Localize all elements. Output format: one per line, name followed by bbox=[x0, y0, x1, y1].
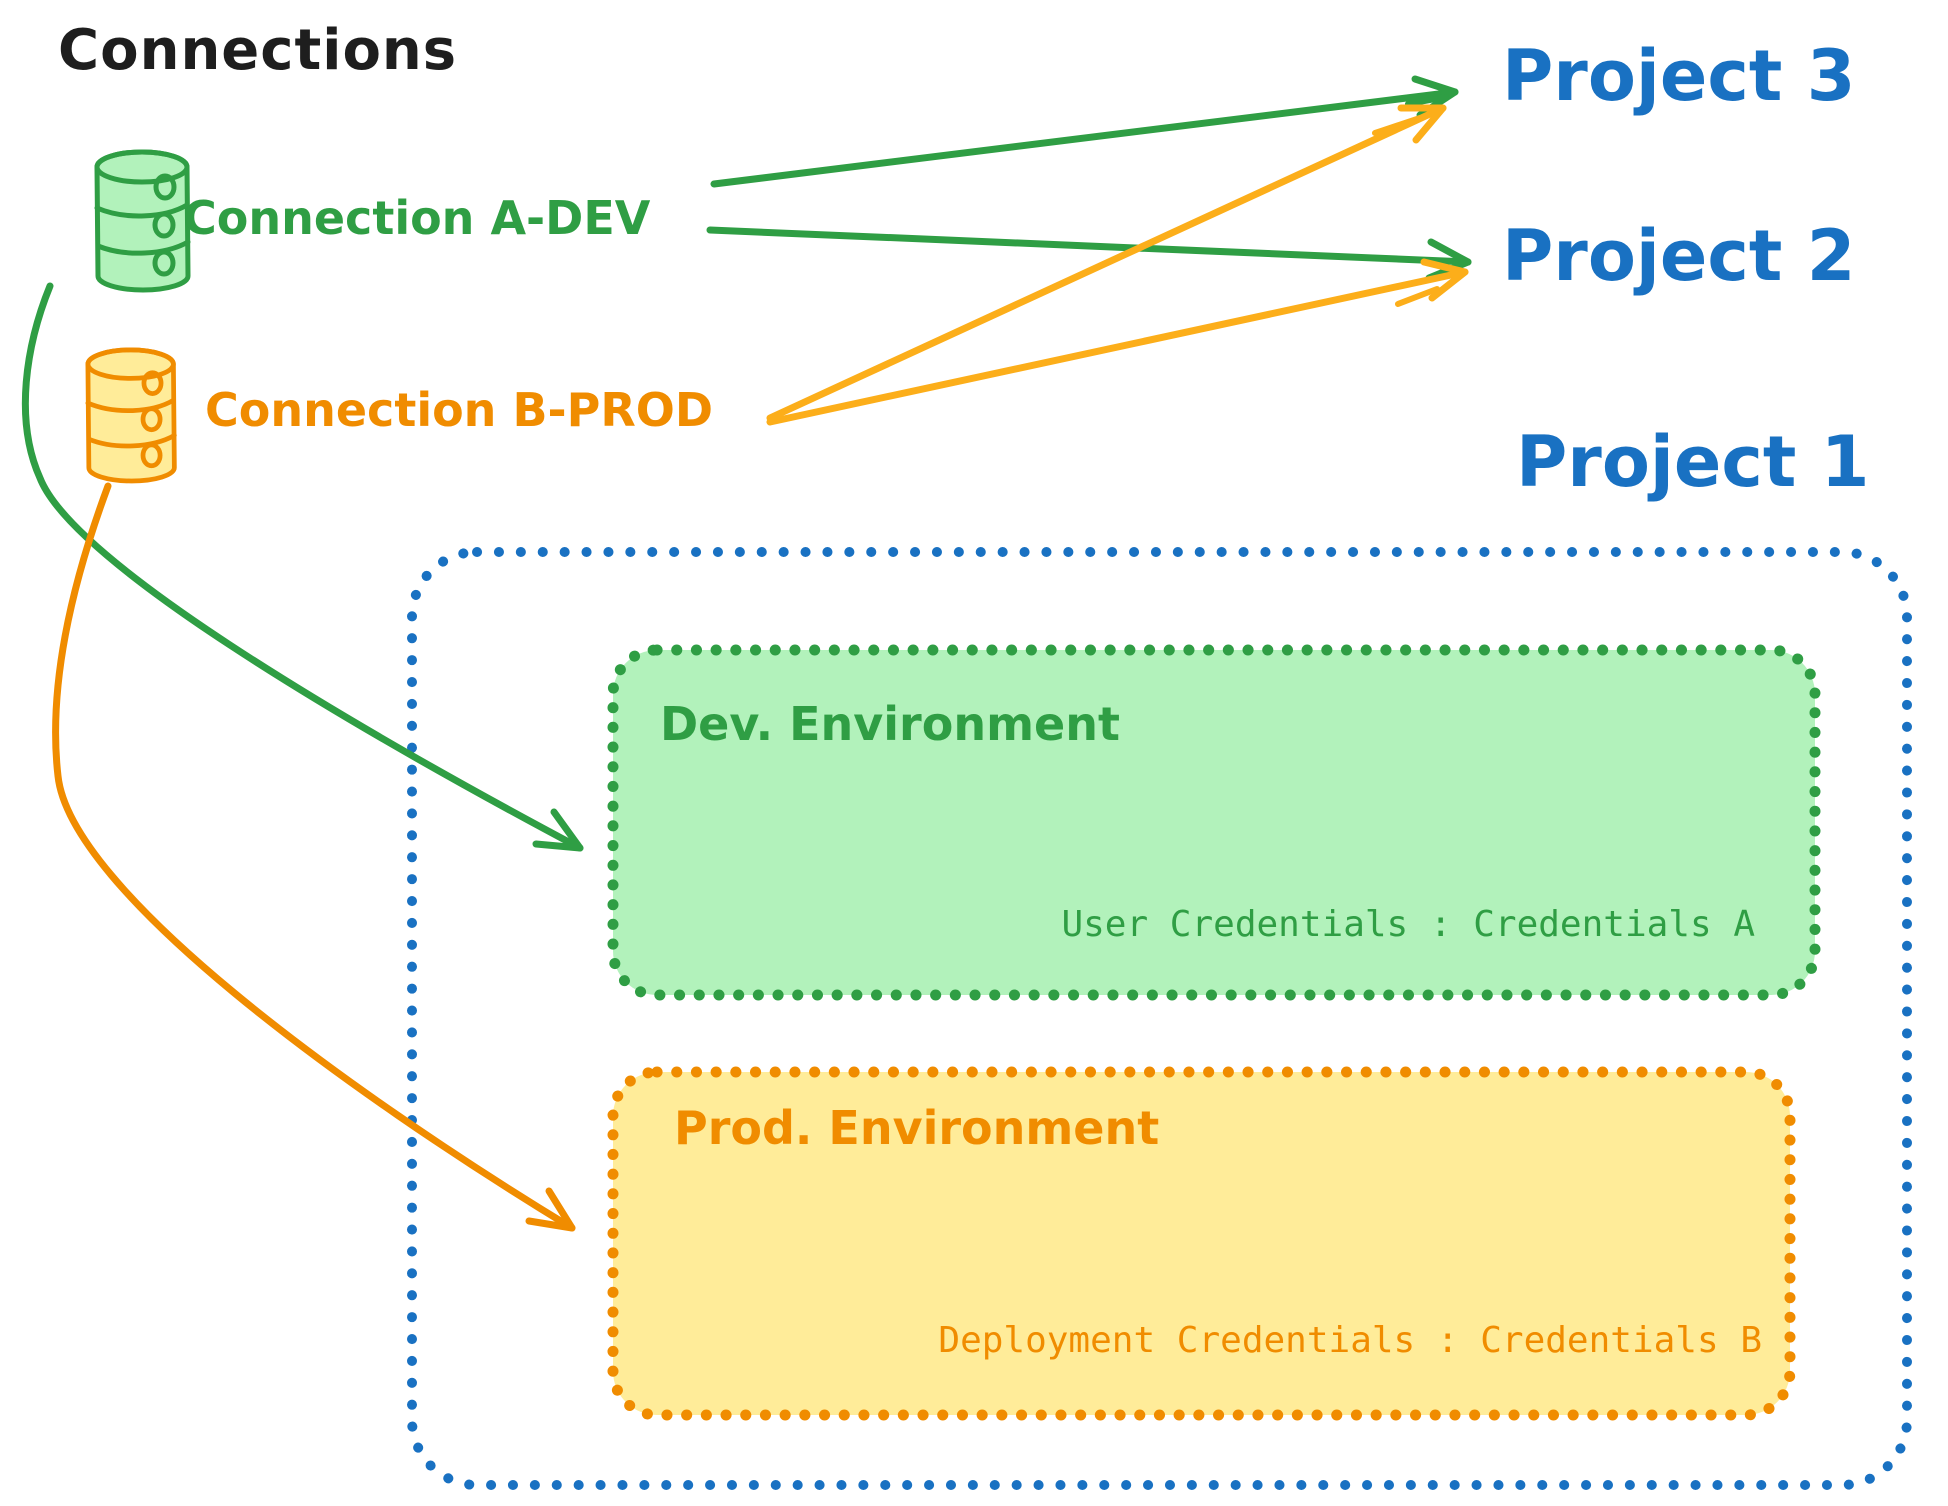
arrow-adev-to-project2 bbox=[706, 226, 1472, 282]
prod-environment-box bbox=[607, 1066, 1796, 1421]
dev-environment-credentials: User Credentials : Credentials A bbox=[1061, 904, 1755, 945]
dev-environment-title: Dev. Environment bbox=[660, 697, 1120, 751]
project1-label: Project 1 bbox=[1516, 421, 1870, 503]
dev-environment-box bbox=[607, 644, 1821, 1001]
arrow-bprod-to-project2 bbox=[766, 258, 1469, 426]
prod-environment-credentials: Deployment Credentials : Credentials B bbox=[938, 1320, 1762, 1361]
arrow-adev-to-dev-environment bbox=[21, 282, 584, 852]
prod-environment-title: Prod. Environment bbox=[674, 1101, 1160, 1155]
database-icon bbox=[85, 347, 177, 484]
connection-a-dev-label: Connection A-DEV bbox=[183, 191, 651, 245]
arrow-adev-to-project3 bbox=[710, 75, 1459, 188]
diagram-title: Connections bbox=[58, 18, 458, 83]
project3-label: Project 3 bbox=[1502, 35, 1856, 117]
project2-label: Project 2 bbox=[1502, 215, 1856, 297]
database-icon bbox=[94, 149, 191, 293]
project1-container-box bbox=[407, 547, 1912, 1490]
connection-b-prod-label: Connection B-PROD bbox=[205, 383, 714, 437]
arrow-bprod-to-project3 bbox=[766, 104, 1447, 422]
arrow-bprod-to-prod-environment bbox=[52, 482, 576, 1232]
